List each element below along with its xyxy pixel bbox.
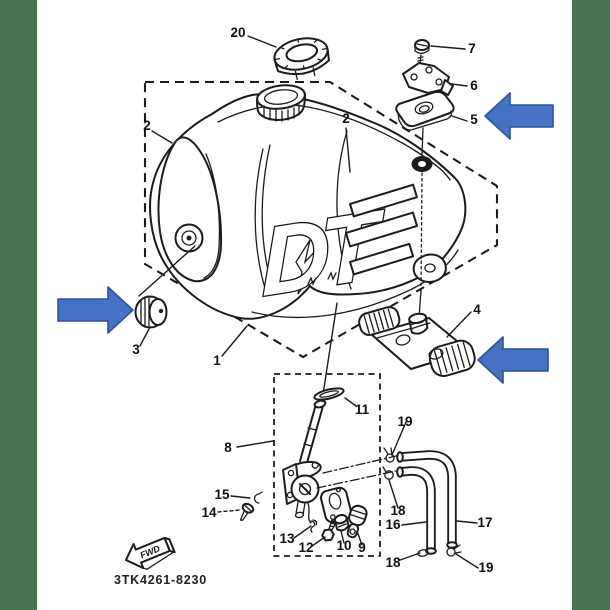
callout-6: 6 [470,78,478,93]
cap-knob-3 [134,295,168,329]
speed-blocks [345,183,419,276]
tank-rear-tab [412,253,447,283]
callout-9: 9 [358,540,366,555]
callout-8: 8 [224,440,232,455]
fuel-tank: DT [149,93,467,320]
tank-logo: DT [259,189,387,319]
filler-neck [256,84,306,122]
hose-clip-19-bottom [446,544,462,557]
center-line [322,455,397,474]
lever-9 [346,504,368,539]
petcock-gasket-plate [320,486,352,524]
tank-dashed-box [143,80,499,359]
grommet-knob-leader [138,245,196,297]
callout-19b: 19 [478,560,493,575]
callout-1: 1 [213,353,221,368]
hose-clip-18-top [382,466,394,480]
fuel-cap [273,37,330,80]
part-code: 3TK4261-8230 [114,573,207,587]
fuel-hoses [382,447,462,557]
callout-19: 19 [397,414,412,429]
petcock-assembly [239,387,397,542]
left-green-stripe [0,0,37,610]
callout-16: 16 [385,517,401,532]
damper-bracket-4 [358,306,476,377]
callout-5: 5 [470,112,478,127]
screw-14 [239,502,255,521]
fwd-icon: FWD [125,536,176,571]
petcock-dashed-box [273,373,381,557]
blue-arrow-left-icon-mid [477,336,549,384]
callout-4: 4 [473,302,481,317]
callout-18: 18 [390,503,406,518]
callout-14: 14 [201,505,217,520]
right-green-stripe [572,0,610,610]
callout-7: 7 [468,41,476,56]
clip-15 [253,491,263,504]
bolt-7 [414,39,430,65]
callout-2: 2 [143,118,151,133]
screw-10 [333,514,350,532]
callout-11: 11 [355,402,370,417]
callout-2b: 2 [342,111,350,126]
callout-17: 17 [477,515,492,530]
blue-arrow-right-icon [57,286,134,334]
mount-line [421,127,424,156]
rubber-pad-5 [395,90,455,131]
callout-3: 3 [132,342,140,357]
center-line [316,470,397,489]
blue-arrow-left-icon-top [484,92,554,140]
gasket-11 [313,387,345,401]
callout-10: 10 [336,538,351,553]
bracket-6 [402,62,454,96]
callout-18b: 18 [385,555,401,570]
callout-20: 20 [230,25,245,40]
callout-12: 12 [298,540,313,555]
tank-petcock-leader [321,302,338,402]
tank-logo-text: DT [260,190,385,317]
callout-13: 13 [279,531,295,546]
spring-13 [310,519,318,533]
leader-lines [139,35,479,569]
tank-side-cover [157,136,223,283]
callout-15: 15 [214,487,230,502]
